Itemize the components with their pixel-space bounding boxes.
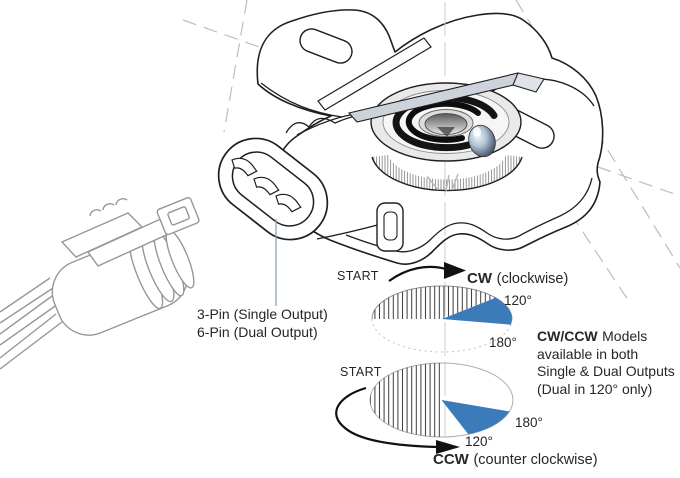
resistive-track-inner <box>405 100 481 143</box>
base-flange-inner-edge <box>345 177 593 253</box>
cw-arrow <box>388 265 447 282</box>
cw-sweep-wedge <box>442 297 512 325</box>
cw-180-label: 180° <box>489 335 517 350</box>
ccw-rotation-chart <box>335 362 514 454</box>
ccw-sweep-wedge <box>441 400 510 435</box>
wiper-contact-lines <box>426 173 459 192</box>
cw-direction-label: CW(clockwise) <box>467 270 569 287</box>
cw-arrowhead-icon <box>444 262 466 279</box>
connector-pins <box>231 157 302 213</box>
pin3-label: 3-Pin (Single Output) <box>197 306 328 322</box>
retainer-strip <box>317 37 432 111</box>
mounting-slot-left <box>299 28 353 64</box>
cw-120-label: 120° <box>504 293 532 308</box>
rotor-drawing <box>317 37 545 192</box>
left-ear-underside <box>260 82 343 118</box>
pin6-label: 6-Pin (Dual Output) <box>197 323 318 340</box>
ccw-start-label: START <box>340 365 382 379</box>
ccw-direction-label: CCW(counter clockwise) <box>433 451 598 468</box>
wire-leads <box>0 277 63 370</box>
cw-hatch-region <box>372 286 496 319</box>
wiper-bar-tab <box>512 72 545 93</box>
ccw-arrowhead-icon <box>436 440 460 454</box>
ccw-120-label: 120° <box>465 434 493 449</box>
connector-shroud <box>217 137 329 241</box>
resistive-track-outer <box>392 94 498 152</box>
pin-output-labels: 3-Pin (Single Output) 6-Pin (Dual Output… <box>197 306 328 341</box>
ccw-hatch-region <box>370 363 442 437</box>
cw-start-label: START <box>337 269 379 283</box>
cw-ellipse-bottom <box>371 318 513 353</box>
mating-plug-drawing <box>0 197 200 370</box>
rotor-skirt-knurl <box>372 155 522 191</box>
ccw-arrow <box>335 386 439 449</box>
cw-rotation-chart <box>371 262 513 353</box>
ccw-180-label: 180° <box>515 415 543 430</box>
